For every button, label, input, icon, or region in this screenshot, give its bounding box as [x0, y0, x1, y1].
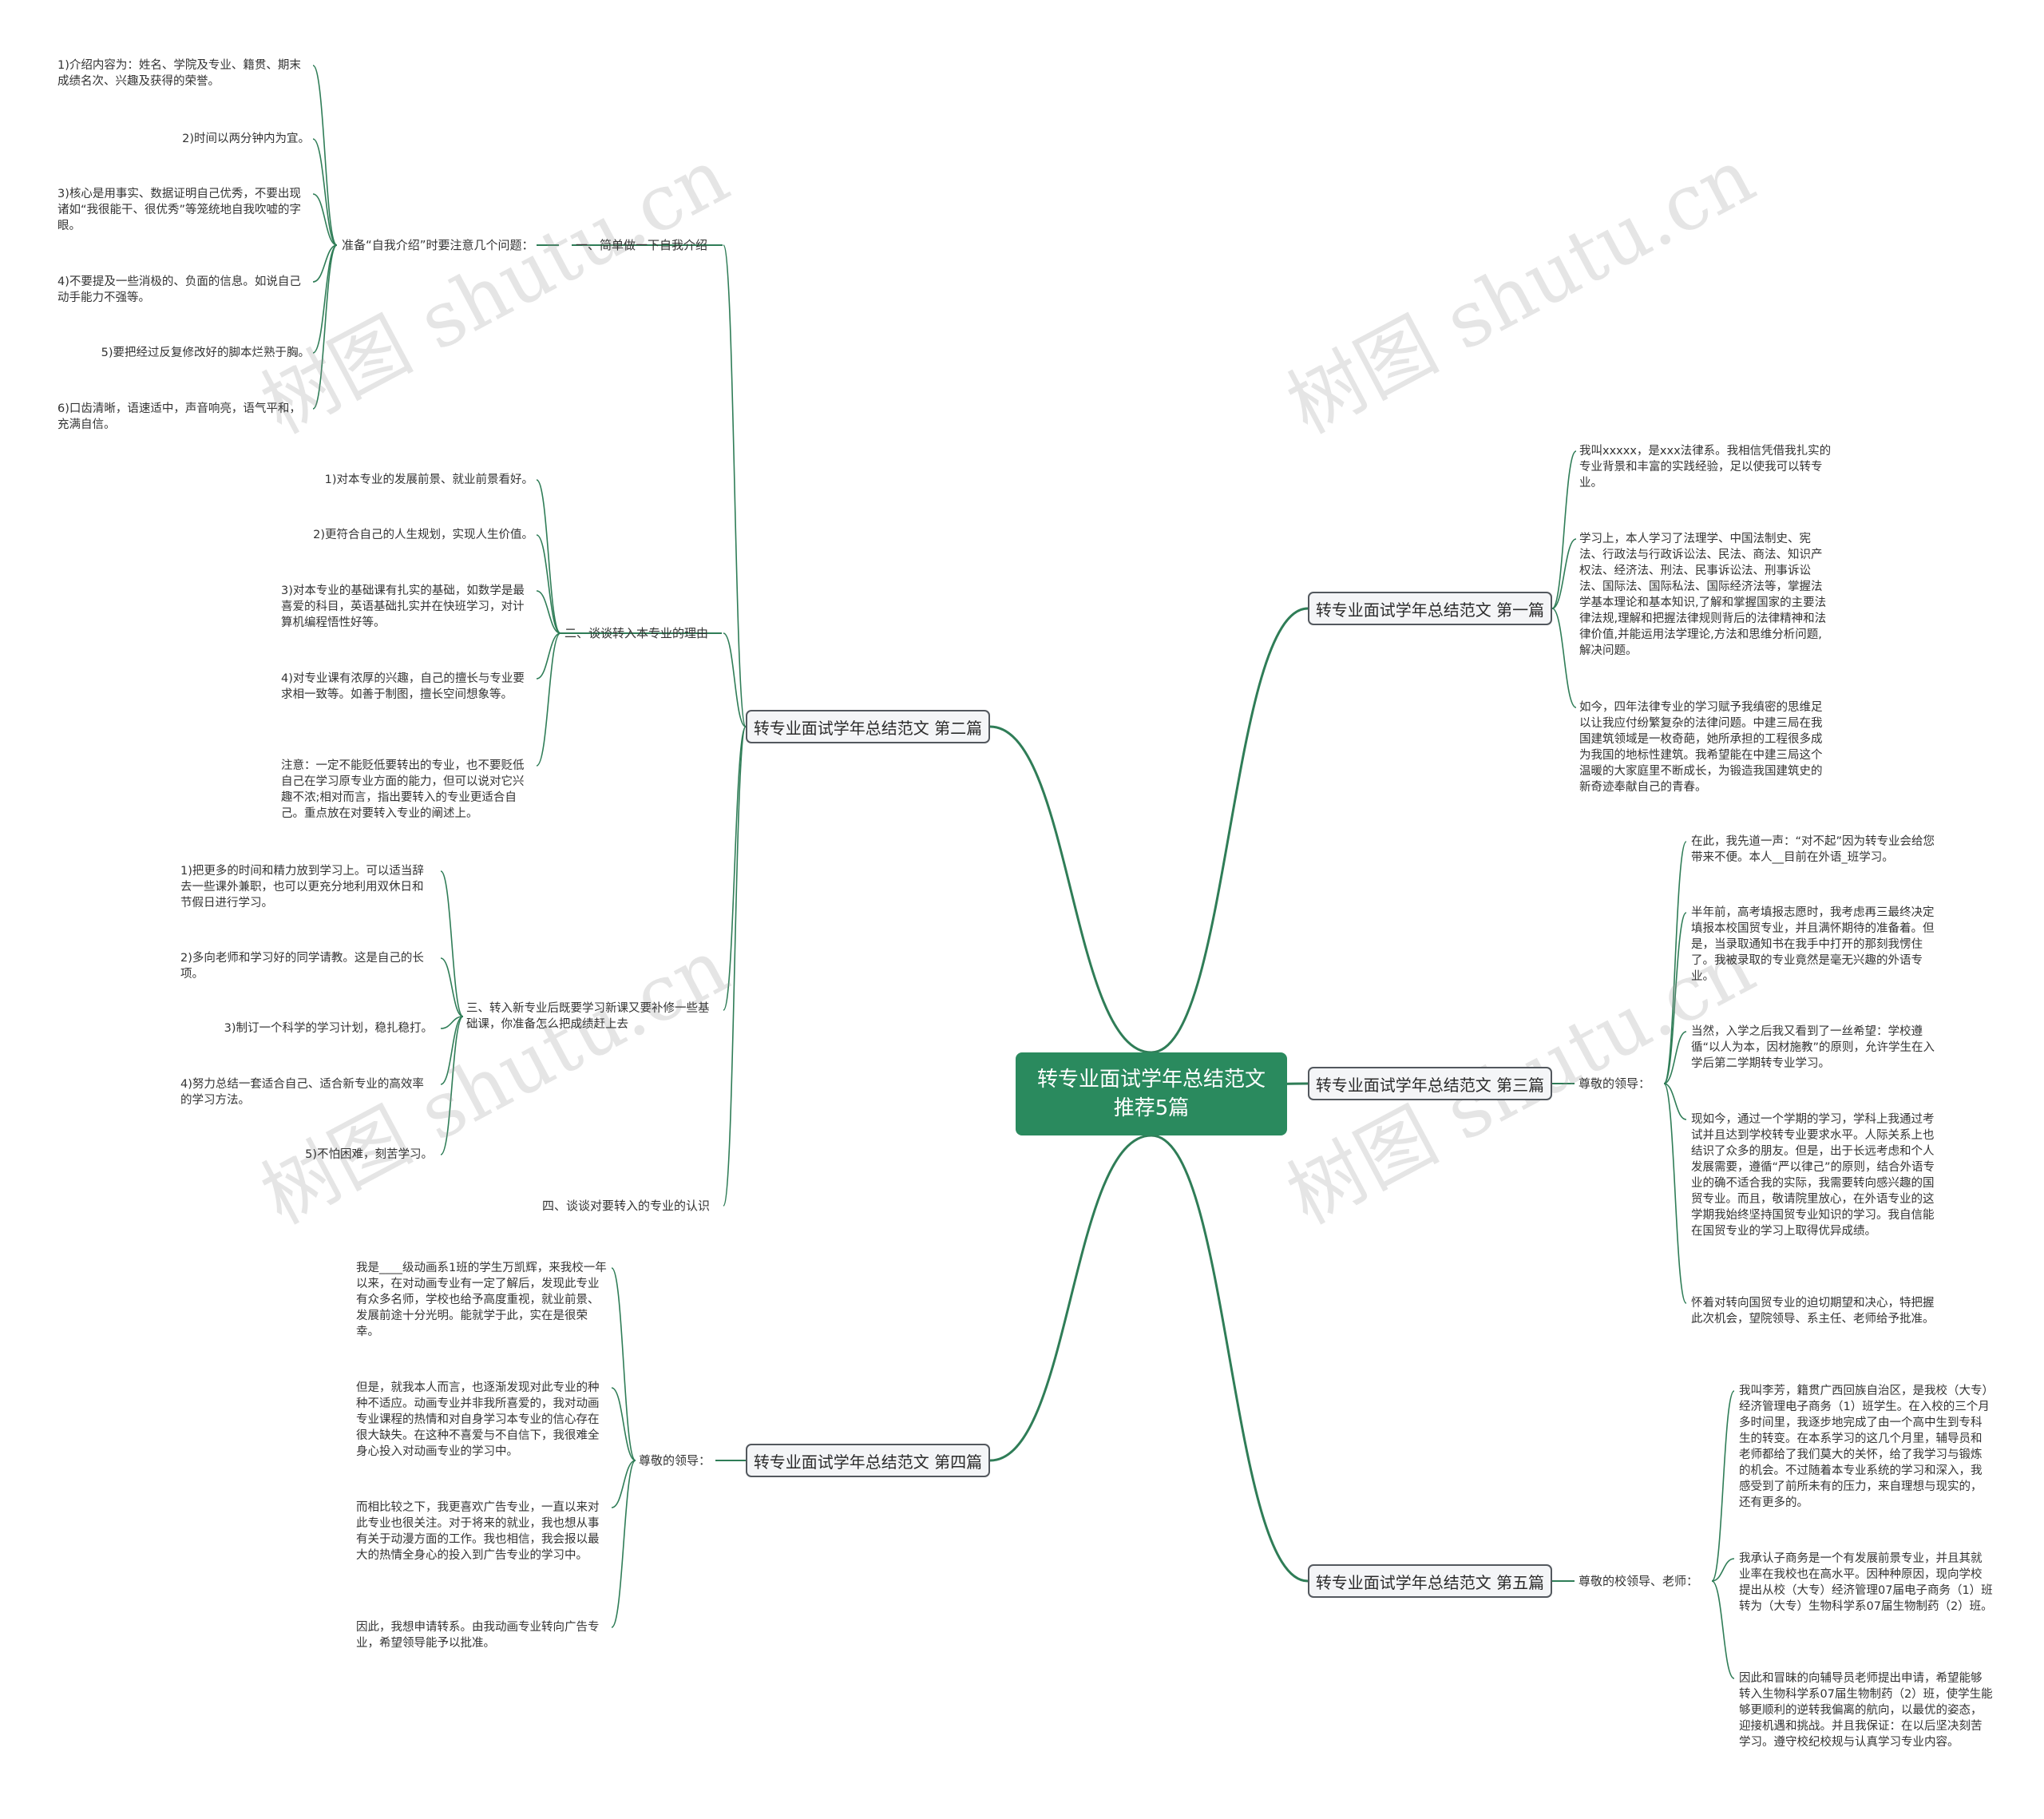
leaf-b3-1: 在此，我先道一声：“对不起”因为转专业会给您带来不便。本人__目前在外语_班学习…	[1691, 835, 1935, 864]
branch-2[interactable]: 转专业面试学年总结范文 第二篇	[746, 710, 990, 743]
leaf-b2-s3-4: 4)努力总结一套适合自己、适合新专业的高效率的学习方法。	[180, 1078, 424, 1107]
leaf-connector	[611, 1460, 636, 1628]
branch-5[interactable]: 转专业面试学年总结范文 第五篇	[1308, 1564, 1552, 1598]
leaf-connector	[1711, 1558, 1735, 1582]
leaf-connector	[312, 244, 338, 410]
leaf-connector	[1551, 608, 1577, 708]
leaf-b2-s3-5: 5)不怕困难，刻苦学习。	[305, 1148, 433, 1161]
leaf-b2-s1-6: 6)口齿清晰，语速适中，声音响亮，语气平和，充满自信。	[57, 402, 301, 431]
leaf-connector	[1663, 1031, 1687, 1084]
leaf-b2-s2-1: 1)对本专业的发展前景、就业前景看好。	[324, 474, 533, 486]
leaf-connector	[1663, 841, 1687, 1084]
leaf-b4-4: 因此，我想申请转系。由我动画专业转向广告专业，希望领导能予以批准。	[356, 1621, 600, 1650]
leaf-b1-3: 如今，四年法律专业的学习赋予我缜密的思维足以让我应付纷繁复杂的法律问题。中建三局…	[1579, 701, 1823, 794]
leaf-connector	[1551, 450, 1577, 609]
leaf-connector	[611, 1387, 636, 1461]
leaf-b3-2: 半年前，高考填报志愿时，我考虑再三最终决定填报本校国贸专业，并且满怀期待的准备着…	[1691, 906, 1935, 983]
leaf-connector	[1551, 538, 1577, 609]
leaf-connector	[440, 957, 464, 1017]
leaf-connector	[536, 632, 561, 767]
leaf-b3-5: 怀着对转向国贸专业的迫切期望和决心，特把握此次机会，望院领导、系主任、老师给予批…	[1691, 1297, 1935, 1326]
leaf-b2-s1-5: 5)要把经过反复修改好的脚本烂熟于胸。	[101, 347, 310, 359]
leaf-b2-s2-5: 注意：一定不能贬低要转出的专业，也不要贬低自己在学习原专业方面的能力，但可以说对…	[281, 759, 525, 820]
leaf-connector	[312, 65, 338, 246]
root-branch-line	[989, 1134, 1152, 1462]
leaf-connector	[312, 193, 338, 246]
leaf-connector	[611, 1460, 636, 1508]
root-branch-line	[1151, 1134, 1309, 1583]
leaf-connector	[536, 590, 561, 634]
b4-label[interactable]: 尊敬的领导：	[639, 1453, 711, 1468]
leaf-b2-s3-2: 2)多向老师和学习好的同学请教。这是自己的长项。	[180, 952, 424, 981]
leaf-connector	[440, 1016, 464, 1085]
leaf-connector	[1711, 1390, 1735, 1582]
sub-connector	[723, 244, 747, 727]
leaf-b4-1: 我是____级动画系1班的学生万凯辉，来我校一年以来，在对动画专业有一定了解后，…	[356, 1262, 607, 1338]
leaf-b2-s1-4: 4)不要提及一些消极的、负面的信息。如说自己动手能力不强等。	[57, 275, 301, 304]
leaf-connector	[312, 244, 338, 354]
branch-3[interactable]: 转专业面试学年总结范文 第三篇	[1308, 1067, 1552, 1100]
leaf-b2-s2-3: 3)对本专业的基础课有扎实的基础，如数学是最喜爱的科目，英语基础扎实并在快班学习…	[281, 585, 525, 629]
leaf-b4-2: 但是，就我本人而言，也逐渐发现对此专业的种种不适应。动画专业并非我所喜爱的，我对…	[356, 1381, 600, 1458]
leaf-connector	[536, 534, 561, 634]
branch-1[interactable]: 转专业面试学年总结范文 第一篇	[1308, 592, 1552, 625]
branch-4[interactable]: 转专业面试学年总结范文 第四篇	[746, 1444, 990, 1477]
leaf-b2-s1-1: 1)介绍内容为：姓名、学院及专业、籍贯、期末成绩名次、兴趣及获得的荣誉。	[57, 59, 301, 88]
leaf-b4-3: 而相比较之下，我更喜欢广告专业，一直以来对此专业也很关注。对于将来的就业，我也想…	[356, 1501, 600, 1562]
leaf-b5-3: 因此和冒昧的向辅导员老师提出申请，希望能够转入生物科学系07届生物制药（2）班，…	[1739, 1672, 1993, 1749]
sub-connector	[723, 726, 747, 1011]
b3-label[interactable]: 尊敬的领导：	[1579, 1076, 1651, 1091]
b5-label[interactable]: 尊敬的校领导、老师：	[1579, 1574, 1699, 1588]
sub-connector	[723, 726, 747, 1207]
leaf-connector	[440, 1016, 464, 1029]
leaf-b1-1: 我叫xxxxx，是xxx法律系。我相信凭借我扎实的专业背景和丰富的实践经验，足以…	[1579, 445, 1832, 489]
root-branch-line	[1151, 607, 1309, 1054]
leaf-connector	[1663, 1083, 1687, 1120]
leaf-connector	[1663, 1083, 1687, 1304]
leaf-b2-s1-2: 2)时间以两分钟内为宜。	[182, 133, 310, 145]
leaf-b5-2: 我承认子商务是一个有发展前景专业，并且其就业率在我校也在高水平。因种种原因，现向…	[1739, 1552, 1993, 1613]
leaf-connector	[312, 244, 338, 283]
leaf-b5-1: 我叫李芳，籍贯广西回族自治区，是我校（大专）经济管理电子商务（1）班学生。在入校…	[1739, 1385, 1990, 1509]
leaf-connector	[1663, 912, 1687, 1084]
b2-sub3-label[interactable]: 三、转入新专业后既要学习新课又要补修一些基础课，你准备怎么把成绩赶上去	[466, 1002, 710, 1031]
leaf-b2-s1-3: 3)核心是用事实、数据证明自己优秀，不要出现诸如“我很能干、很优秀”等笼统地自我…	[57, 188, 302, 232]
leaf-connector	[440, 870, 464, 1017]
b2-sub4-label[interactable]: 四、谈谈对要转入的专业的认识	[542, 1199, 711, 1213]
root-topic[interactable]: 转专业面试学年总结范文推荐5篇	[1016, 1052, 1287, 1135]
leaf-connector	[1711, 1580, 1735, 1679]
leaf-connector	[611, 1267, 636, 1461]
leaf-b2-s3-1: 1)把更多的时间和精力放到学习上。可以适当辞去一些课外兼职，也可以更充分地利用双…	[180, 865, 424, 910]
leaf-connector	[536, 479, 561, 634]
leaf-b3-4: 现如今，通过一个学期的学习，学科上我通过考试并且达到学校转专业要求水平。人际关系…	[1691, 1113, 1935, 1238]
leaf-connector	[440, 1016, 464, 1155]
leaf-b2-s2-4: 4)对专业课有浓厚的兴趣，自己的擅长与专业要求相一致等。如善于制图，擅长空间想象…	[281, 672, 525, 701]
leaf-b2-s3-3: 3)制订一个科学的学习计划，稳扎稳打。	[224, 1022, 433, 1035]
root-branch-line	[989, 725, 1152, 1054]
b2-sub2-label[interactable]: 二、谈谈转入本专业的理由	[564, 626, 709, 640]
b2-sub1-label[interactable]: 一、简单做一下自我介绍	[576, 238, 708, 252]
sub-connector	[723, 632, 747, 727]
leaf-b2-s2-2: 2)更符合自己的人生规划，实现人生价值。	[313, 529, 533, 541]
leaf-connector	[536, 632, 561, 680]
leaf-connector	[312, 138, 338, 246]
b2-sub1-sublabel[interactable]: 准备“自我介绍”时要注意几个问题：	[342, 238, 534, 252]
leaf-b3-3: 当然，入学之后我又看到了一丝希望：学校遵循“以人为本，因材施教”的原则，允许学生…	[1691, 1025, 1935, 1070]
leaf-b1-2: 学习上，本人学习了法理学、中国法制史、宪法、行政法与行政诉讼法、民法、商法、知识…	[1579, 533, 1827, 657]
